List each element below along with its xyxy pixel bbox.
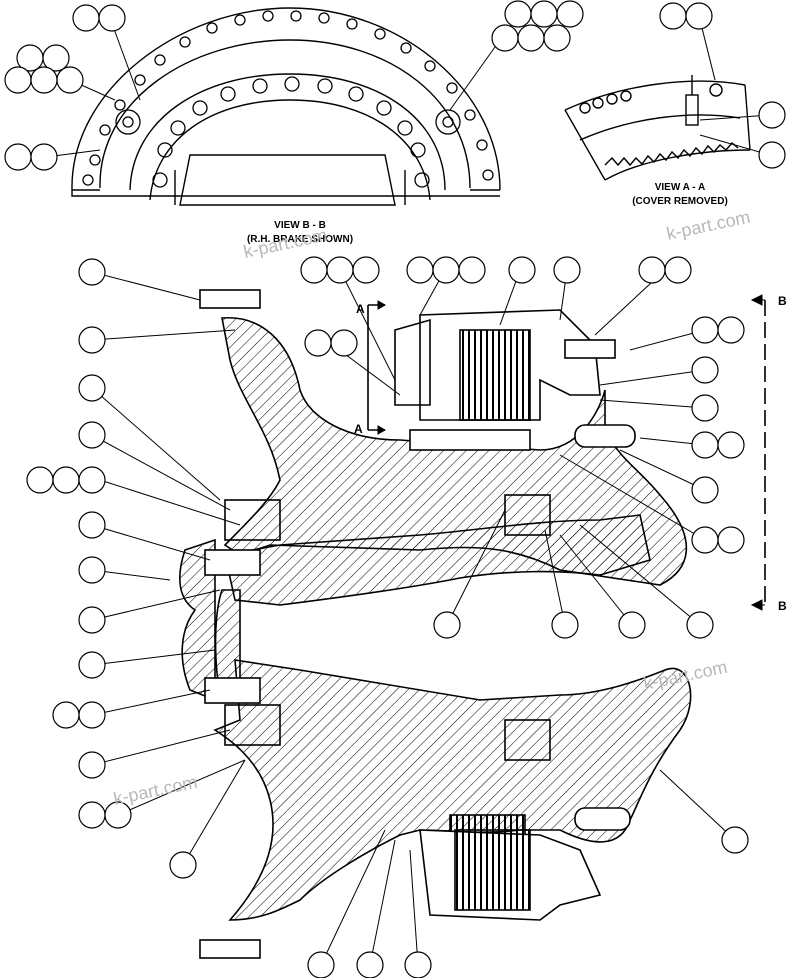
section-arrows [377,294,765,611]
section-a-bottom-label: A [354,422,363,436]
view-a-title: VIEW A - A [655,182,706,193]
view-b-bolt-holes [82,10,494,188]
callout-leaders [45,17,771,966]
view-a-note: (COVER REMOVED) [632,196,728,207]
view-b-ring [71,7,501,206]
watermark-2: k-part.com [665,207,752,244]
callout-circles [4,0,786,978]
section-a-top-label: A [356,302,365,316]
wheel-hub-section [179,289,766,959]
view-a-ring [564,75,751,181]
watermark-4: k-part.com [112,772,199,809]
section-b-bottom-label: B [778,599,787,613]
section-b-top-label: B [778,294,787,308]
view-b-note: (R.H. BRAKE SHOWN) [247,234,353,245]
view-b-title: VIEW B - B [274,220,326,231]
